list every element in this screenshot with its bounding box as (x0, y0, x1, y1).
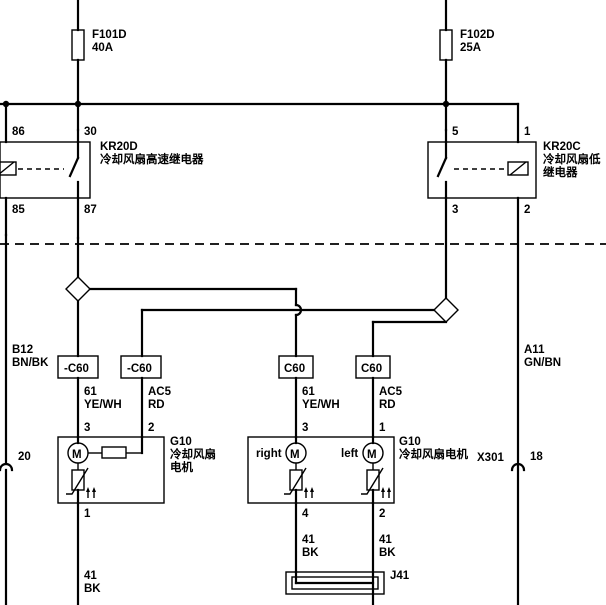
connector-c60-4: C60 (355, 355, 391, 379)
kr20d-id: KR20D (100, 141, 138, 153)
kr20d-pin-86: 86 (12, 126, 25, 138)
motor2-pin-2: 2 (379, 508, 385, 520)
motor1-name-line2: 电机 (170, 460, 193, 474)
motor-g10-dual: 3 1 M right M left G10 冷却风扇电机 X301 4 2 (247, 422, 504, 520)
wire-61-left-color: YE/WH (84, 399, 122, 411)
motor1-name-line1: 冷却风扇 (170, 447, 216, 461)
motor1-pin-2: 2 (148, 422, 154, 434)
wire-41-left: 41 BK (76, 501, 101, 605)
splice-network (65, 236, 459, 358)
kr20d-switch-icon (68, 156, 80, 178)
kr20c-coil-icon (507, 161, 529, 176)
motor2-right-symbol: M (290, 449, 300, 461)
bus-junction-f101d (74, 100, 82, 108)
connector-c60-3-label: C60 (284, 363, 305, 375)
motor2-right-label: right (256, 448, 282, 460)
splice-diamond-right-icon (433, 297, 459, 323)
motor1-thermistor-icon (71, 469, 85, 491)
motor1-id: G10 (170, 436, 192, 448)
wire-61-left-circuit: 61 (84, 386, 97, 398)
kr20d-coil-icon (0, 161, 17, 176)
fuse-f102d-id: F102D (460, 29, 495, 41)
connector-c60-1: -C60 (57, 355, 99, 379)
fuse-f101d-rating: 40A (92, 42, 113, 54)
motor1-pin-3: 3 (84, 422, 90, 434)
wire-41-mid: 41 BK (294, 501, 319, 574)
wire-41-right-circuit: 41 (379, 534, 392, 546)
kr20c-name-line2: 继电器 (543, 165, 578, 179)
wire-ac5-left: AC5 RD (140, 376, 172, 439)
motor2-pin-1: 1 (379, 422, 386, 434)
wire-41-mid-color: BK (302, 547, 319, 559)
wire-41-right: 41 BK (371, 501, 396, 605)
connector-c60-2-label: -C60 (127, 363, 152, 375)
fuse-f102d-rating: 25A (460, 42, 481, 54)
top-bus (0, 100, 520, 144)
wire-b12-color: BN/BK (12, 357, 49, 369)
splice-diamond-left-icon (65, 276, 91, 302)
side-pin-20: 20 (18, 451, 31, 463)
fuse-f101d-id: F101D (92, 29, 127, 41)
wire-a11-color: GN/BN (524, 357, 561, 369)
bus-junction-left (2, 100, 10, 108)
motor2-right-thermistor-icon (289, 469, 303, 491)
wire-ac5-right-color: RD (379, 399, 396, 411)
kr20c-pin-3: 3 (452, 204, 458, 216)
splice-j41: J41 (285, 570, 410, 595)
fuse-f102d: F102D 25A (439, 0, 495, 132)
motor2-id: G10 (399, 436, 421, 448)
kr20d-pin-30: 30 (84, 126, 97, 138)
connector-c60-4-label: C60 (361, 363, 382, 375)
motor2-left-symbol: M (367, 449, 377, 461)
wire-a11-circuit: A11 (524, 344, 545, 356)
wire-b12-circuit: B12 (12, 344, 33, 356)
wire-61-right-circuit: 61 (302, 386, 315, 398)
wire-61-right-color: YE/WH (302, 399, 340, 411)
bus-junction-f102d (442, 100, 450, 108)
fuse-f101d: F101D 40A (71, 0, 127, 132)
motor1-pin-1: 1 (84, 508, 91, 520)
wire-41-left-circuit: 41 (84, 570, 97, 582)
wire-ac5-right: AC5 RD (371, 376, 403, 439)
connector-c60-2: -C60 (120, 355, 162, 379)
relay-kr20d: 86 30 85 87 KR20D 冷却风扇高速继电器 (0, 126, 204, 240)
connector-c60-3: C60 (278, 355, 314, 379)
kr20d-name: 冷却风扇高速继电器 (100, 152, 204, 166)
kr20c-name-line1: 冷却风扇低 (543, 152, 601, 166)
motor2-left-thermistor-icon (366, 469, 380, 491)
motor2-pin-3: 3 (302, 422, 308, 434)
wire-41-mid-circuit: 41 (302, 534, 315, 546)
wire-ac5-left-color: RD (148, 399, 165, 411)
motor2-pin-4: 4 (302, 508, 309, 520)
wire-a11: A11 GN/BN 18 (510, 344, 561, 472)
wire-ac5-right-circuit: AC5 (379, 386, 403, 398)
kr20c-pin-1: 1 (524, 126, 531, 138)
kr20d-pin-87: 87 (84, 204, 97, 216)
kr20d-pin-85: 85 (12, 204, 25, 216)
motor1-symbol: M (72, 449, 82, 461)
kr20c-pin-5: 5 (452, 126, 459, 138)
side-pin-18: 18 (530, 451, 543, 463)
motor2-left-label: left (341, 448, 358, 460)
wire-61-right: 61 YE/WH (294, 376, 340, 439)
relay-kr20c: 5 1 3 2 KR20C 冷却风扇低 继电器 (427, 126, 601, 605)
kr20c-switch-icon (436, 156, 448, 178)
motor2-connector: X301 (477, 452, 504, 464)
splice-j41-id: J41 (390, 570, 410, 582)
motor2-name: 冷却风扇电机 (399, 447, 468, 461)
kr20c-id: KR20C (543, 141, 581, 153)
motor-g10-single: 3 2 M G10 冷却风扇 电机 1 (57, 422, 216, 520)
connector-c60-1-label: -C60 (64, 363, 89, 375)
wire-41-right-color: BK (379, 547, 396, 559)
wire-41-left-color: BK (84, 583, 101, 595)
motor1-resistor-icon (101, 446, 127, 459)
wire-61-left: 61 YE/WH (76, 376, 122, 439)
wire-ac5-left-circuit: AC5 (148, 386, 172, 398)
wire-b12: B12 BN/BK 20 (0, 233, 49, 605)
kr20c-pin-2: 2 (524, 204, 530, 216)
